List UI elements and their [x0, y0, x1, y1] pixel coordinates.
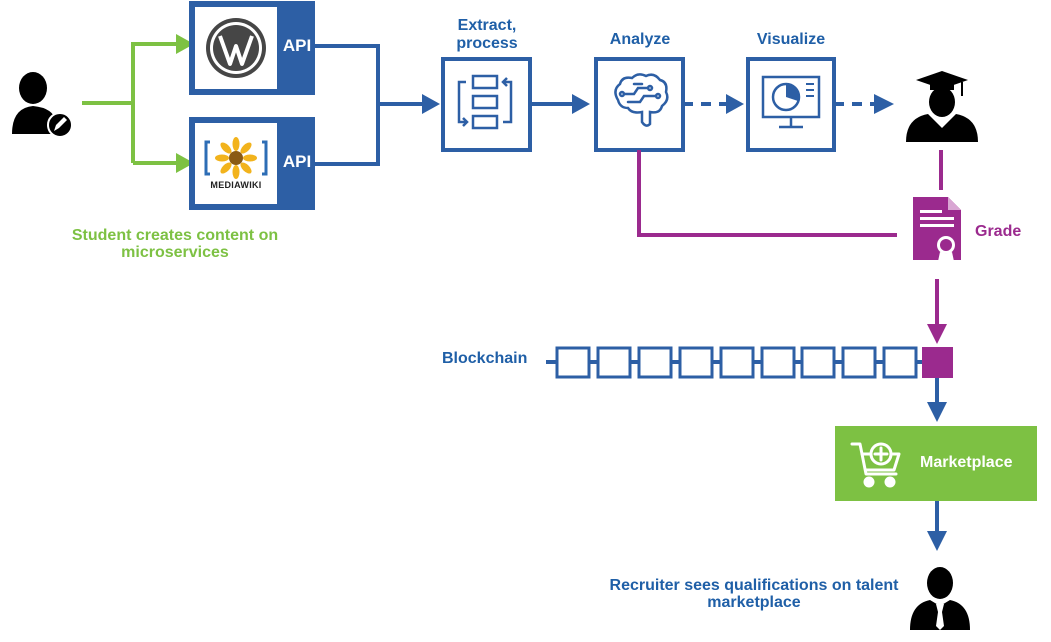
blockchain-block [760, 346, 796, 379]
dashboard-monitor-icon [761, 75, 821, 129]
blockchain-block [637, 346, 673, 379]
mediawiki-sunflower-icon [204, 137, 268, 179]
arrowhead-to-extract [422, 94, 440, 114]
mediawiki-api-box [189, 117, 315, 210]
recruiter-caption: Recruiter sees qualifications on talent … [609, 577, 899, 611]
blockchain-block [841, 346, 877, 379]
visualize-label: Visualize [756, 31, 826, 48]
blockchain-block [800, 346, 836, 379]
blockchain-new-block [922, 347, 953, 378]
blockchain-block [719, 346, 755, 379]
blockchain-block [882, 346, 918, 379]
analyze-box [594, 57, 685, 152]
blockchain-label: Blockchain [442, 350, 528, 367]
apis-to-extract-connector [315, 44, 424, 166]
blockchain-chain [546, 346, 953, 379]
brain-icon [614, 73, 669, 127]
extract-process-box [441, 57, 532, 152]
arrowhead-to-blockchain [927, 324, 947, 344]
mediawiki-api-label: API [282, 152, 312, 171]
blockchain-block [596, 346, 632, 379]
blockchain-block [555, 346, 591, 379]
analyze-to-grade-connector [637, 150, 897, 237]
arrowhead-to-recruiter [927, 531, 947, 551]
arrowhead-to-analyze [572, 94, 590, 114]
graduate-icon [906, 71, 978, 142]
mediawiki-logo-text: MEDIAWIKI [210, 180, 262, 190]
marketplace-box [835, 426, 1037, 501]
wordpress-api-label: API [282, 36, 312, 55]
green-arrowhead-mediawiki [176, 153, 194, 173]
grade-label: Grade [975, 223, 1022, 240]
recruiter-icon [910, 567, 970, 630]
student-to-apis-connector [82, 42, 178, 165]
student-caption: Student creates content on microservices [71, 227, 279, 261]
shopping-cart-add-icon [850, 442, 901, 488]
student-writer-icon [12, 72, 73, 138]
green-arrowhead-wordpress [176, 34, 194, 54]
grade-certificate-icon [913, 197, 961, 268]
extract-process-label: Extract, process [456, 17, 518, 52]
arrowhead-to-graduate [874, 94, 894, 114]
analyze-label: Analyze [609, 31, 671, 48]
marketplace-label: Marketplace [920, 454, 1013, 471]
blockchain-block [678, 346, 714, 379]
extract-process-icon [457, 74, 513, 130]
arrowhead-to-marketplace [927, 402, 947, 422]
wordpress-icon [206, 18, 266, 78]
arrowhead-to-visualize [726, 94, 744, 114]
visualize-box [746, 57, 836, 152]
